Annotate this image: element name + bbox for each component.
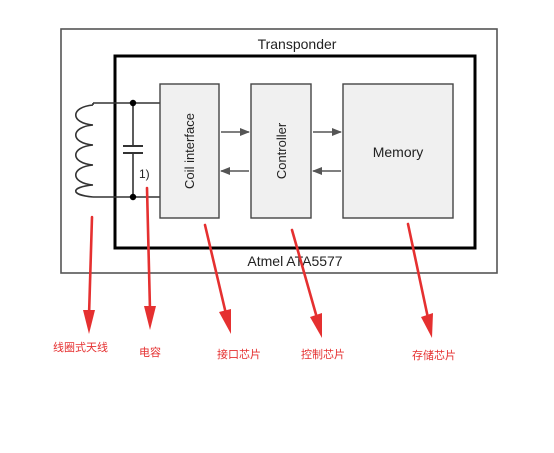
annotation-arrow-controller [290, 228, 322, 338]
annotation-storage-chip: 存储芯片 [412, 348, 456, 362]
annotation-arrow-capacitor [144, 186, 156, 330]
chip-title: Atmel ATA5577 [247, 253, 342, 269]
coil-interface-block [159, 83, 220, 219]
capacitor-marker: 1) [139, 167, 150, 181]
transponder-title: Transponder [258, 36, 337, 52]
coil-interface-label: Coil interface [182, 113, 197, 189]
memory-label: Memory [373, 144, 424, 160]
annotation-coil-antenna: 线圈式天线 [53, 340, 108, 354]
annotation-capacitor: 电容 [139, 345, 161, 359]
memory-block [342, 83, 454, 219]
annotation-arrow-memory [406, 222, 433, 338]
capacitor-icon [123, 99, 143, 201]
controller-label: Controller [274, 122, 289, 179]
annotation-interface-chip: 接口芯片 [217, 347, 261, 361]
annotation-arrow-interface [203, 223, 231, 334]
chip-box [113, 54, 477, 250]
annotation-control-chip: 控制芯片 [301, 347, 345, 361]
annotation-arrow-coil [83, 215, 95, 334]
controller-block [250, 83, 312, 219]
coil-antenna-icon [74, 104, 94, 198]
